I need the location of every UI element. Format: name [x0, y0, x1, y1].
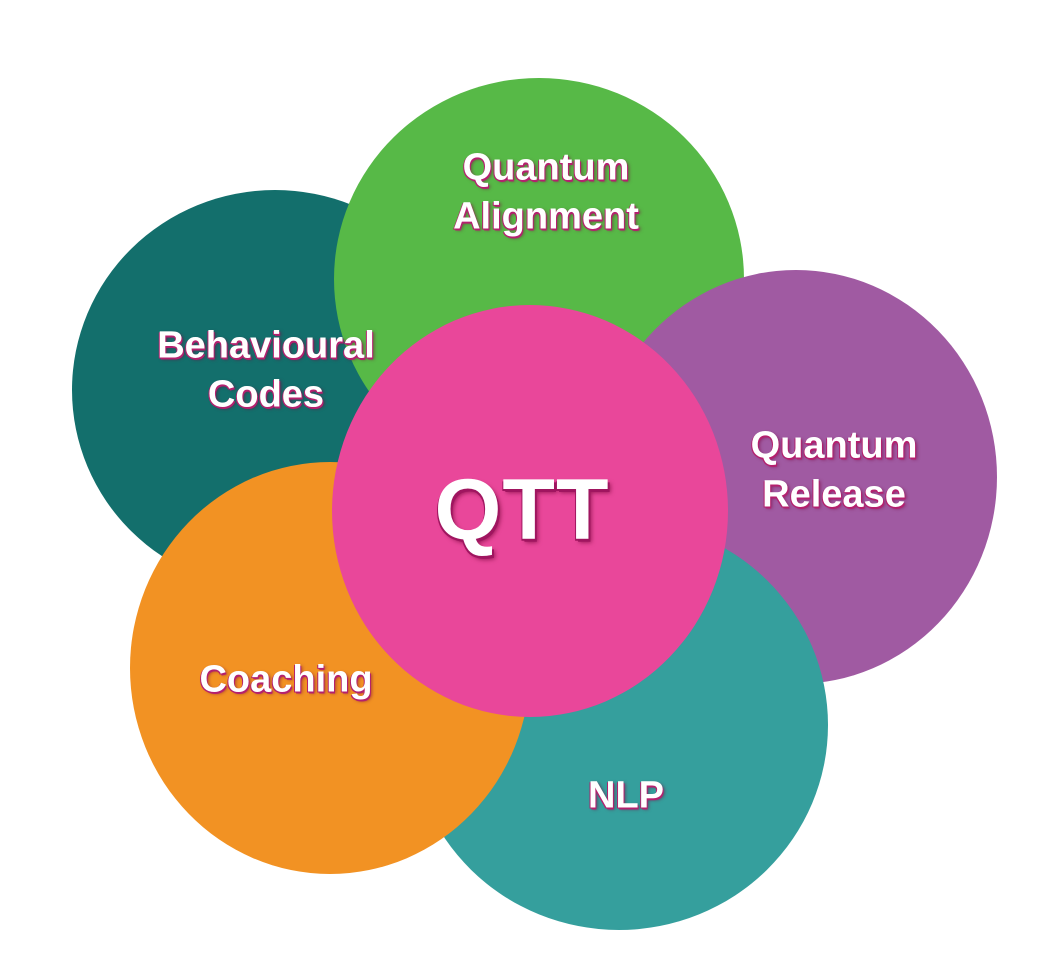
quantum-release-label: Quantum Release: [751, 421, 918, 518]
nlp-label-line-1: NLP: [588, 774, 664, 817]
qtt-center-label-text: QTT: [434, 461, 610, 558]
behavioural-codes-label-line-1: Behavioural: [157, 324, 375, 367]
quantum-release-label-line-2: Release: [762, 473, 906, 515]
quantum-alignment-label-line-1: Quantum: [462, 146, 630, 189]
qtt-center-circle: [332, 305, 728, 717]
quantum-alignment-label-line-2: Alignment: [453, 195, 639, 237]
quantum-release-label-line-1: Quantum: [750, 424, 918, 467]
behavioural-codes-label: Behavioural Codes: [157, 321, 375, 418]
coaching-label: Coaching: [199, 656, 372, 705]
coaching-label-line-1: Coaching: [199, 658, 373, 701]
nlp-label: NLP: [588, 772, 664, 821]
quantum-alignment-label: Quantum Alignment: [453, 143, 639, 240]
qtt-center-label: QTT: [435, 455, 610, 565]
behavioural-codes-label-line-2: Codes: [207, 373, 325, 415]
